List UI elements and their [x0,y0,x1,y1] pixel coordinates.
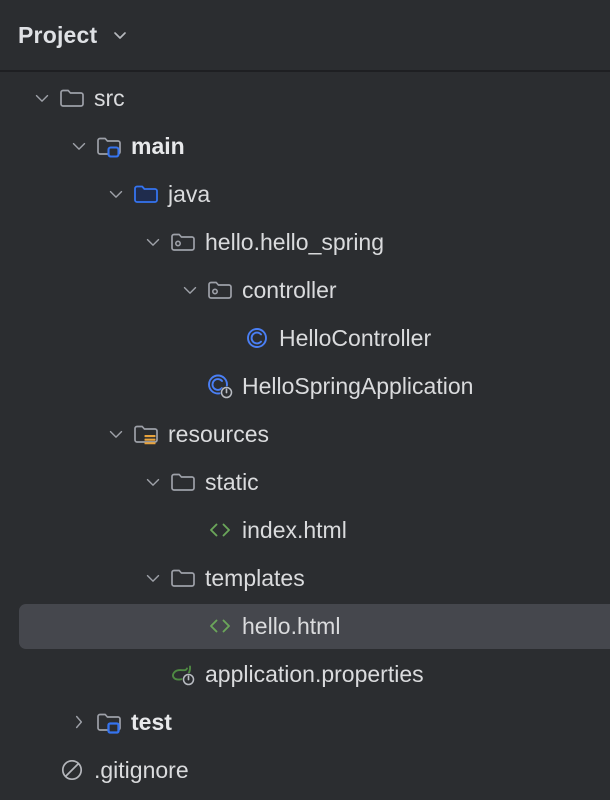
spring-properties-icon [168,650,198,698]
tree-row-content: HelloController [0,314,431,362]
tree-row-label: static [205,468,259,495]
tree-row-label: resources [168,420,269,447]
twisty-placeholder [175,602,205,650]
folder-sources-root-icon [94,122,124,170]
chevron-down-icon[interactable] [64,122,94,170]
tree-row-label: index.html [242,516,347,543]
gitignore-icon [57,746,87,794]
chevron-down-icon[interactable] [111,26,129,44]
tree-row-static[interactable]: static [0,458,610,506]
tree-row-resources[interactable]: resources [0,410,610,458]
tree-row-label: .gitignore [94,756,189,783]
page-title: Project [18,21,98,48]
tree-row-label: controller [242,276,337,303]
tree-row-content: templates [0,554,305,602]
tree-row-label: hello.hello_spring [205,228,385,255]
tree-row-content: HelloSpringApplication [0,362,473,410]
chevron-down-icon[interactable] [175,266,205,314]
folder-icon [57,74,87,122]
tree-row-content: main [0,122,185,170]
twisty-placeholder [175,506,205,554]
chevron-down-icon[interactable] [138,458,168,506]
html-file-icon [205,602,235,650]
chevron-right-icon[interactable] [64,698,94,746]
tree-row-content: static [0,458,259,506]
tree-row-content: controller [0,266,337,314]
twisty-placeholder [138,650,168,698]
twisty-placeholder [175,362,205,410]
tree-row-content: index.html [0,506,347,554]
project-panel-header: Project [0,0,610,72]
twisty-placeholder [27,746,57,794]
chevron-down-icon[interactable] [27,74,57,122]
package-icon [205,266,235,314]
folder-test-root-icon [94,698,124,746]
tree-row-templates[interactable]: templates [0,554,610,602]
folder-icon [168,458,198,506]
html-file-icon [205,506,235,554]
tree-row-label: application.properties [205,660,424,687]
tree-row-.gitignore[interactable]: .gitignore [0,746,610,794]
tree-row-test[interactable]: test [0,698,610,746]
tree-row-hello.html[interactable]: hello.html [0,602,610,650]
selection-highlight [19,604,610,649]
chevron-down-icon[interactable] [101,410,131,458]
folder-java-sources-icon [131,170,161,218]
tree-row-content: test [0,698,172,746]
java-class-runnable-icon [205,362,235,410]
tree-row-content: .gitignore [0,746,189,794]
tree-row-content: hello.html [0,602,340,650]
folder-resources-root-icon [131,410,161,458]
tree-row-content: resources [0,410,269,458]
chevron-down-icon[interactable] [138,554,168,602]
package-icon [168,218,198,266]
chevron-down-icon[interactable] [138,218,168,266]
tree-row-label: src [94,84,125,111]
java-class-icon [242,314,272,362]
tree-row-controller[interactable]: controller [0,266,610,314]
tree-row-HelloController[interactable]: HelloController [0,314,610,362]
tree-row-HelloSpringApplication[interactable]: HelloSpringApplication [0,362,610,410]
tree-row-content: src [0,74,125,122]
chevron-down-icon[interactable] [101,170,131,218]
twisty-placeholder [212,314,242,362]
tree-row-label: test [131,708,172,735]
tree-row-content: hello.hello_spring [0,218,384,266]
tree-row-label: hello.html [242,612,341,639]
tree-row-content: java [0,170,210,218]
tree-row-main[interactable]: main [0,122,610,170]
tree-row-label: templates [205,564,305,591]
tree-row-application.properties[interactable]: application.properties [0,650,610,698]
tree-row-label: HelloSpringApplication [242,372,474,399]
tree-row-content: application.properties [0,650,424,698]
tree-row-label: java [168,180,211,207]
tree-row-label: HelloController [279,324,432,351]
tree-row-src[interactable]: src [0,74,610,122]
folder-icon [168,554,198,602]
tree-row-hello.hello_spring[interactable]: hello.hello_spring [0,218,610,266]
tree-row-java[interactable]: java [0,170,610,218]
tree-row-index.html[interactable]: index.html [0,506,610,554]
tree-row-label: main [131,132,185,159]
